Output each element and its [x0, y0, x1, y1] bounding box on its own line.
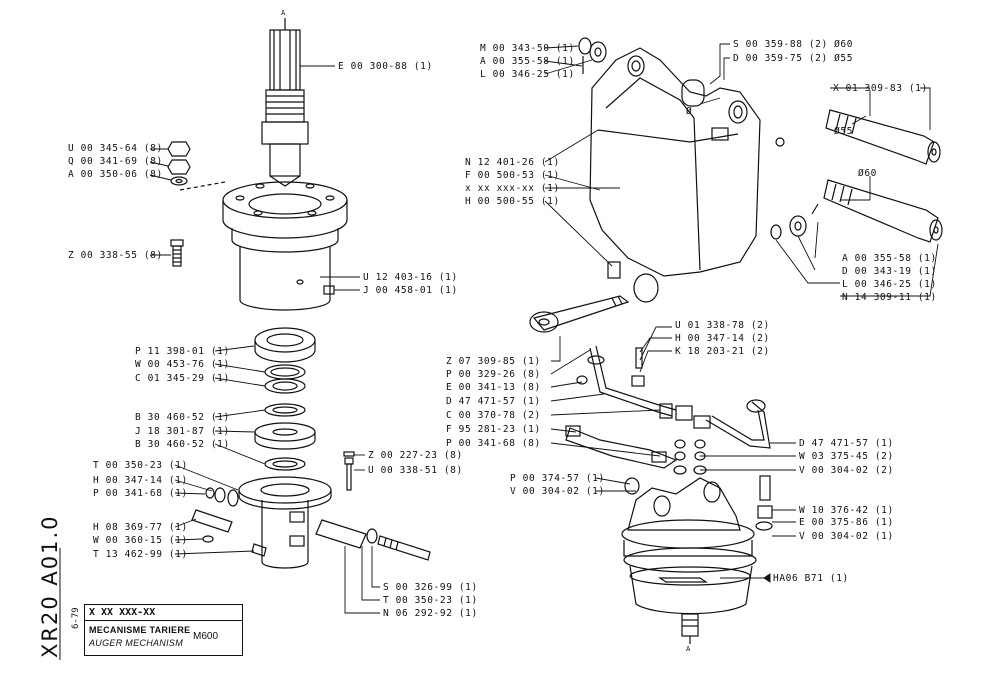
part-label: C 00 370-78 (2) — [446, 410, 541, 421]
part-label: V 00 304-02 (1) — [510, 486, 605, 497]
part-label: W 10 376-42 (1) — [799, 505, 894, 516]
part-label: N 06 292-92 (1) — [383, 608, 478, 619]
diameter-label: Ø — [686, 106, 693, 117]
part-label: L 00 346-25 (1) — [842, 279, 937, 290]
part-label: T 13 462-99 (1) — [93, 549, 188, 560]
bearing-stack — [254, 327, 316, 471]
bolt — [170, 239, 184, 267]
part-label: H 00 347-14 (1) — [93, 475, 188, 486]
part-label: J 00 458-01 (1) — [363, 285, 458, 296]
part-label: S 00 326-99 (1) — [383, 582, 478, 593]
part-label: E 00 300-88 (1) — [338, 61, 433, 72]
part-label: HA06 B71 (1) — [773, 573, 849, 584]
part-label: C 01 345-29 (1) — [135, 373, 230, 384]
auger-hub — [238, 476, 332, 569]
part-label: D 00 343-19 (1) — [842, 266, 937, 277]
section-marker-top: A — [281, 9, 286, 17]
grease-fitting — [323, 285, 335, 295]
small-bolt — [343, 451, 355, 491]
part-label: N 14 309-11 (1) — [842, 292, 937, 303]
title-french: MECANISME TARIERE — [89, 625, 191, 635]
nut-set-top — [578, 37, 607, 74]
part-label: Z 07 309-85 (1) — [446, 356, 541, 367]
link-bar — [529, 261, 630, 333]
part-label: K 18 203-21 (2) — [675, 346, 770, 357]
part-label: P 11 398-01 (1) — [135, 346, 230, 357]
title-block: X XX XXX-XX MECANISME TARIERE AUGER MECH… — [71, 604, 243, 656]
part-label: P 00 329-26 (8) — [446, 369, 541, 380]
sheet-code-text: XR20 A01.0 — [38, 514, 62, 659]
drive-shaft — [261, 18, 309, 187]
part-number: X XX XXX-XX — [85, 605, 242, 621]
part-label: H 00 347-14 (2) — [675, 333, 770, 344]
part-label: A 00 350-06 (8) — [68, 169, 163, 180]
part-label: M 00 343-50 (1) — [480, 43, 575, 54]
part-label: V 00 304-02 (1) — [799, 531, 894, 542]
part-label: D 00 359-75 (2) Ø55 — [733, 53, 854, 64]
part-label: T 00 350-23 (1) — [93, 460, 188, 471]
part-label: L 00 346-25 (1) — [480, 69, 575, 80]
part-label: W 00 360-15 (1) — [93, 535, 188, 546]
title-english: AUGER MECHANISM — [89, 638, 184, 648]
leader-lines-left — [149, 65, 380, 614]
nut-washer-stack — [167, 141, 226, 191]
shaft-pin — [315, 519, 431, 561]
diameter-label: Ø55 — [834, 126, 853, 137]
gearbox — [621, 477, 757, 644]
part-label: V 00 304-02 (2) — [799, 465, 894, 476]
flange-housing — [222, 181, 348, 311]
hydraulic-lines — [576, 345, 771, 449]
part-label: A 00 355-58 (1) — [842, 253, 937, 264]
part-label: B 30 460-52 (1) — [135, 412, 230, 423]
fittings — [624, 439, 773, 531]
part-label: F 95 281-23 (1) — [446, 424, 541, 435]
part-label: U 01 338-78 (2) — [675, 320, 770, 331]
part-label: x xx xxx-xx (1) — [465, 183, 560, 194]
part-label: W 03 375-45 (2) — [799, 451, 894, 462]
part-label: H 08 369-77 (1) — [93, 522, 188, 533]
part-label: J 18 301-87 (1) — [135, 426, 230, 437]
section-marker-bottom: A — [686, 645, 691, 653]
part-label: D 47 471-57 (1) — [799, 438, 894, 449]
leader-lines-right — [544, 43, 939, 583]
part-label: N 12 401-26 (1) — [465, 157, 560, 168]
part-label: Z 00 338-55 (8) — [68, 250, 163, 261]
model-number: M600 — [193, 631, 219, 642]
pin-parts — [191, 487, 267, 557]
revision-date: 6-79 — [71, 607, 81, 629]
part-label: F 00 500-53 (1) — [465, 170, 560, 181]
part-label: P 00 374-57 (1) — [510, 473, 605, 484]
part-label: Q 00 341-69 (8) — [68, 156, 163, 167]
part-label: A 00 355-58 (1) — [480, 56, 575, 67]
part-label: X 01 309-83 (1) — [833, 83, 928, 94]
bucket-frame — [589, 47, 785, 303]
part-label: U 12 403-16 (1) — [363, 272, 458, 283]
part-label: U 00 338-51 (8) — [368, 465, 463, 476]
part-label: E 00 341-13 (8) — [446, 382, 541, 393]
part-label: P 00 341-68 (1) — [93, 488, 188, 499]
part-label: W 00 453-76 (1) — [135, 359, 230, 370]
sheet-code: XR20 A01.0 — [38, 515, 62, 659]
pins-right — [770, 109, 943, 243]
part-label: H 00 500-55 (1) — [465, 196, 560, 207]
part-label: D 47 471-57 (1) — [446, 396, 541, 407]
part-label: S 00 359-88 (2) Ø60 — [733, 39, 854, 50]
part-label: Z 00 227-23 (8) — [368, 450, 463, 461]
part-label: E 00 375-86 (1) — [799, 517, 894, 528]
diameter-label: Ø60 — [858, 168, 877, 179]
part-label: P 00 341-68 (8) — [446, 438, 541, 449]
part-label: B 30 460-52 (1) — [135, 439, 230, 450]
part-label: T 00 350-23 (1) — [383, 595, 478, 606]
part-label: U 00 345-64 (8) — [68, 143, 163, 154]
